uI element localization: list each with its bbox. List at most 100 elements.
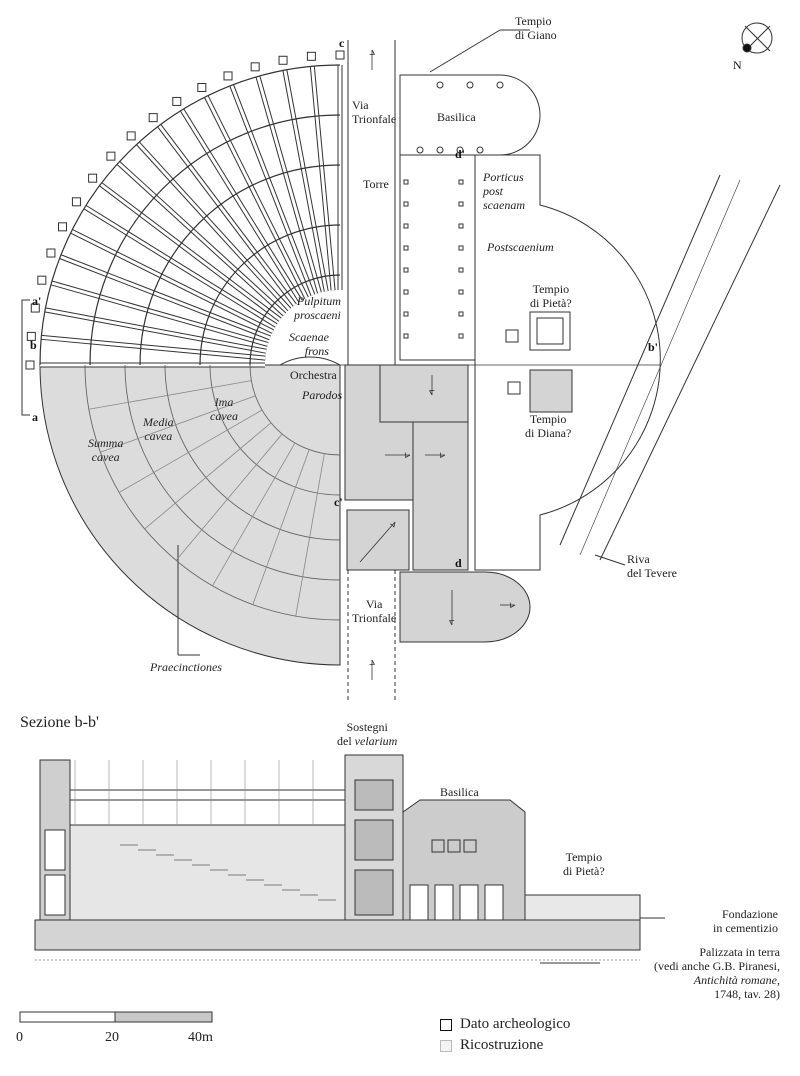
radial-wall-inner: [41, 335, 266, 360]
cavea-stair-lower: [100, 395, 256, 453]
mark-d-prime: d': [455, 147, 466, 161]
apse-bottom: [399, 571, 531, 643]
basilica-outline: [399, 74, 541, 156]
outer-pier: [71, 197, 81, 207]
legend-ricostruzione: Ricostruzione: [440, 1037, 543, 1054]
outer-pier: [335, 50, 345, 60]
outer-pier: [278, 55, 288, 65]
direction-arrowhead: [369, 659, 376, 665]
cavea-arc-lower: [249, 364, 341, 456]
porticus-column: [458, 179, 464, 185]
radial-wall-inner: [51, 281, 269, 346]
basilica-column: [436, 146, 444, 154]
outer-pier: [148, 113, 158, 123]
porticus-column: [458, 245, 464, 251]
legend-text-ricostruzione: Ricostruzione: [460, 1037, 544, 1053]
cavea-arc-upper: [139, 164, 341, 366]
label-via-trionfale-top: Via Trionfale: [352, 98, 397, 126]
cavea-stair-lower: [295, 453, 325, 617]
label-tempio-diana: Tempio di Diana?: [525, 412, 572, 440]
section-group: [34, 754, 665, 964]
label-scaenae-frons: Scaenae frons: [289, 330, 329, 358]
basilica-column: [466, 81, 474, 89]
outer-pier: [26, 331, 36, 341]
sostegni-text: Sostegni: [346, 720, 388, 734]
radial-wall-inner: [310, 66, 335, 291]
porticus-column: [403, 179, 409, 185]
legend-text-archeologico: Dato archeologico: [460, 1016, 571, 1032]
basilica-column: [456, 146, 464, 154]
velarium-text: velarium: [354, 734, 398, 748]
cavea-stair-lower: [144, 422, 272, 530]
mark-b-prime: b': [648, 340, 659, 354]
porticus-column: [458, 223, 464, 229]
radial-wall-inner: [117, 161, 286, 316]
radial-wall-inner: [84, 205, 278, 327]
cavea-stair-lower: [252, 449, 310, 605]
label-palizzata: Palizzata in terra (vedi anche G.B. Pira…: [654, 945, 780, 1001]
basilica-column: [416, 146, 424, 154]
mark-a-prime: a': [32, 294, 42, 308]
basilica-column: [476, 146, 484, 154]
direction-arrowhead: [440, 452, 446, 459]
label-summa-cavea: Summa cavea: [88, 436, 124, 464]
direction-arrowhead: [390, 521, 396, 528]
outer-pier: [306, 51, 316, 61]
outer-pier: [57, 222, 67, 232]
radial-wall-inner: [158, 124, 296, 307]
compass: [741, 22, 773, 54]
direction-arrow: [359, 521, 396, 563]
section-title: Sezione b-b': [20, 714, 99, 731]
label-pulpitum: Pulpitum proscaeni: [294, 294, 341, 322]
palizzata-line-2: (vedi anche G.B. Piranesi,: [654, 959, 780, 973]
porticus-column: [403, 245, 409, 251]
outer-pier: [46, 248, 56, 258]
section-generated: [74, 760, 336, 901]
label-torre: Torre: [363, 177, 389, 191]
scale-label-0: 0: [16, 1030, 23, 1045]
label-section-basilica: Basilica: [440, 785, 479, 799]
label-section-tempio-pieta: Tempio di Pietà?: [563, 850, 605, 878]
outer-pier: [88, 173, 98, 183]
cavea-arc-lower: [84, 364, 341, 621]
label-tempio-giano: Tempio di Giano: [515, 14, 557, 42]
cavea-arc-lower: [164, 364, 341, 541]
radial-wall-inner: [136, 142, 291, 311]
palizzata-line-3: Antichità romane,: [693, 973, 780, 987]
porticus-column: [458, 333, 464, 339]
direction-arrowhead: [405, 452, 411, 459]
label-postscaenium: Postscaenium: [487, 240, 554, 254]
radial-wall-inner: [70, 229, 274, 333]
basilica-column: [496, 81, 504, 89]
label-media-cavea: Media cavea: [143, 415, 174, 443]
outer-pier: [25, 360, 35, 370]
label-tempio-pieta: Tempio di Pietà?: [530, 282, 572, 310]
temple-precinct: [474, 154, 661, 571]
palizzata-line-4: 1748, tav. 28): [714, 987, 780, 1001]
porticus-column: [458, 267, 464, 273]
cavea-arc-upper: [249, 274, 341, 366]
outer-pier: [126, 131, 136, 141]
cavea-arc-upper: [39, 64, 341, 366]
plan-group: [21, 22, 781, 700]
direction-arrowhead: [428, 390, 435, 396]
outer-pier: [197, 82, 207, 92]
cavea-arc-upper: [89, 114, 341, 366]
radial-wall-inner: [230, 84, 315, 296]
porticus-column: [403, 289, 409, 295]
scaena-block-4: [346, 509, 410, 571]
tempio-diana-box: [529, 369, 573, 413]
radial-wall-inner: [283, 69, 328, 292]
north-label: N: [733, 58, 742, 72]
mark-d: d: [455, 556, 462, 570]
porticus-column: [403, 333, 409, 339]
label-parodos: Parodos: [302, 388, 343, 402]
palizzata-line-1: Palizzata in terra: [699, 945, 780, 959]
label-praecinctiones: Praecinctiones: [150, 660, 222, 674]
outer-pier: [30, 303, 40, 313]
cavea-stair-lower: [118, 409, 263, 493]
scaena-block-3: [412, 421, 469, 571]
porticus-column: [458, 201, 464, 207]
